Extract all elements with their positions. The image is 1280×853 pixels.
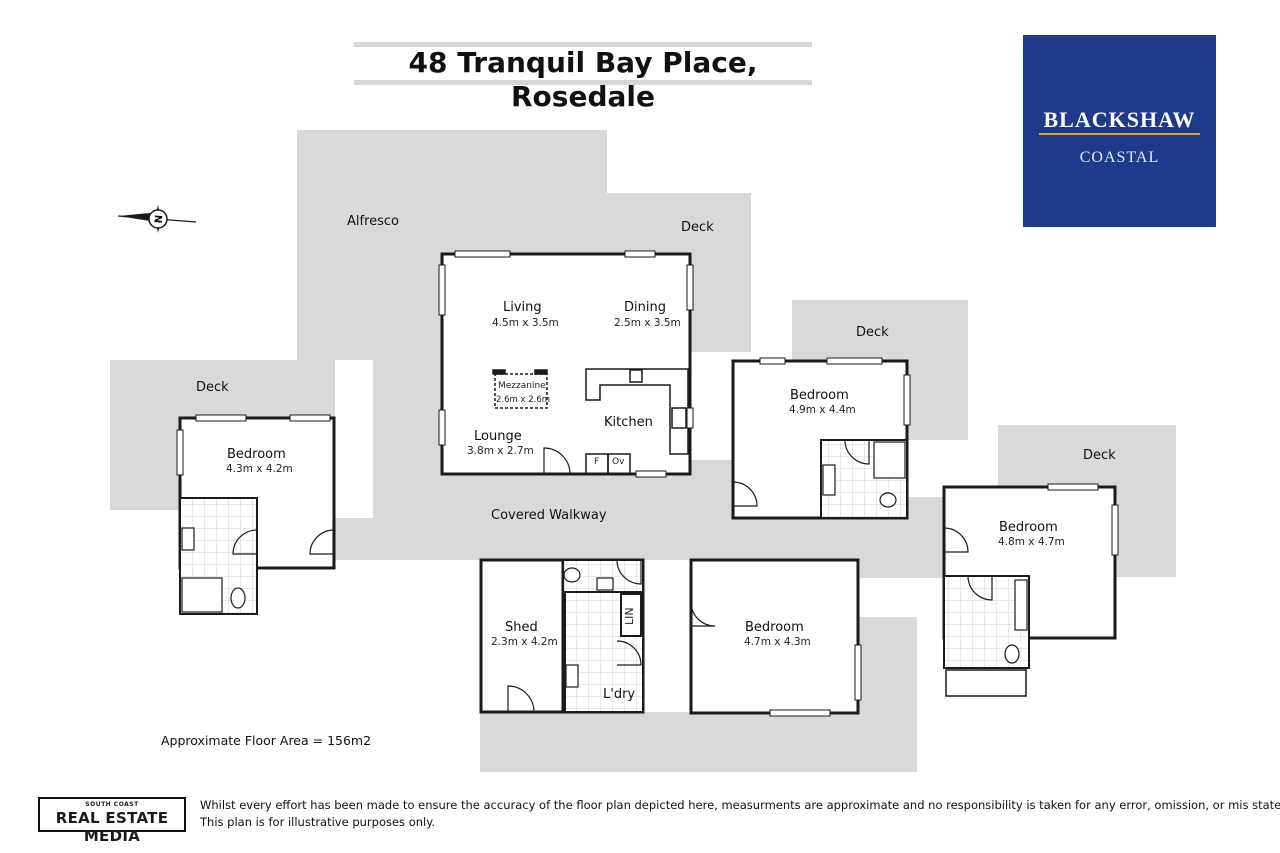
laundry-tub [565,664,579,688]
door-toilet [616,559,642,585]
dims-bedroom-right: 4.8m x 4.7m [998,536,1065,548]
shed-basin [596,577,614,591]
bath-tub [945,669,1027,697]
fixtures [181,441,1028,688]
title-rule-bottom [354,80,812,85]
label-dining: Dining [624,300,666,315]
oven-box [607,453,631,475]
door-ensuite-left [232,529,258,555]
vanity-left [181,527,195,551]
vanity-right [1014,579,1028,631]
label-deck-right: Deck [1083,448,1116,463]
vanity-mid [822,464,836,496]
door-swings [232,439,993,713]
shed-room [479,558,565,714]
door-bed-right [943,527,969,553]
toilet-mid [879,492,897,508]
door-ensuite-right [967,575,993,601]
dims-bedroom-mid: 4.9m x 4.4m [789,404,856,416]
walkway-strip [335,518,944,560]
label-linen: LIN [623,607,636,625]
logo-brand-name: BLACKSHAW [1043,107,1196,132]
disclaimer-line-1: Whilst every effort has been made to ens… [200,798,1280,812]
blackshaw-logo: BLACKSHAW COASTAL [1023,35,1216,227]
label-shed: Shed [505,620,538,635]
label-kitchen: Kitchen [604,415,653,430]
dims-dining: 2.5m x 3.5m [614,317,681,329]
label-deck-top: Deck [681,220,714,235]
label-oven: Ov [612,457,625,467]
toilet-right [1004,644,1020,664]
mezzanine-beam-1 [492,369,506,375]
door-ensuite-mid [844,439,870,465]
linen-cupboard [620,593,642,637]
door-laundry [616,640,642,666]
mezzanine-beam-2 [534,369,548,375]
label-deck-left: Deck [196,380,229,395]
mezzanine-box [494,373,548,409]
main-living-block [440,252,692,476]
bottom-deck [480,617,917,772]
bedroom-bottom-room [689,558,860,715]
floor-area-note: Approximate Floor Area = 156m2 [161,733,372,748]
logo-underline [1039,133,1200,135]
sre-logo-small-text: SOUTH COAST [85,801,139,808]
dims-bedroom-bottom: 4.7m x 4.3m [744,636,811,648]
toilet-left [230,587,246,609]
title-rule-top [354,42,812,47]
door-bed-left [309,529,335,555]
label-living: Living [503,300,542,315]
logo-sub-name: COASTAL [1079,149,1160,166]
shower-left [181,577,223,613]
kitchen-fittings [492,368,689,475]
door-bed-bottom [690,601,716,627]
disclaimer: Whilst every effort has been made to ens… [200,797,1280,831]
cooktop [671,407,687,429]
dims-shed: 2.3m x 4.2m [491,636,558,648]
dims-lounge: 3.8m x 2.7m [467,445,534,457]
title-block: 48 Tranquil Bay Place, Rosedale [354,42,812,113]
label-laundry: L'dry [603,687,636,702]
kitchen-sink [629,369,643,383]
label-walkway: Covered Walkway [491,508,607,523]
label-alfresco: Alfresco [347,214,400,229]
windows [176,250,1119,717]
label-bedroom-right: Bedroom [999,520,1058,535]
sre-logo-big-text: REAL ESTATE MEDIA [55,809,169,845]
label-fridge: F [594,457,600,467]
label-deck-mid: Deck [856,325,889,340]
dims-bedroom-left: 4.3m x 4.2m [226,463,293,475]
compass-label: N [154,214,166,223]
toilet-shed-fixture [563,567,581,583]
real-estate-media-logo: SOUTH COAST REAL ESTATE MEDIA [38,797,186,845]
shower-mid [873,441,906,479]
door-shed [507,685,535,713]
walkway-connector [860,560,944,578]
door-bed-mid [732,481,758,507]
label-lounge: Lounge [474,429,522,444]
label-bedroom-left: Bedroom [227,447,286,462]
disclaimer-line-2: This plan is for illustrative purposes o… [200,815,436,829]
dims-living: 4.5m x 3.5m [492,317,559,329]
door-lounge [543,447,571,475]
label-bedroom-bottom: Bedroom [745,620,804,635]
page-title: 48 Tranquil Bay Place, Rosedale [408,46,758,113]
label-bedroom-mid: Bedroom [790,388,849,403]
compass-icon: N [117,205,197,233]
dims-mezzanine: 2.6m x 2.6m [496,395,551,405]
kitchen-bench [585,368,689,455]
label-mezzanine: Mezzanine [498,381,546,391]
